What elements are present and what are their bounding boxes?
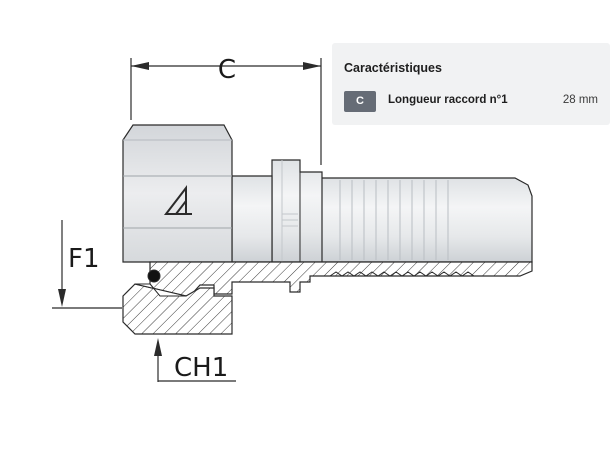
o-ring xyxy=(147,269,161,283)
brand-logo-icon xyxy=(163,185,192,215)
characteristic-value: 28 mm xyxy=(562,94,598,106)
characteristics-panel: Caractéristiques C Longueur raccord n°1 … xyxy=(332,43,610,125)
dimension-f1-label: F1 xyxy=(68,244,100,274)
cross-section xyxy=(122,261,533,335)
hose-tail xyxy=(299,177,533,263)
characteristics-title: Caractéristiques xyxy=(344,61,442,75)
dimension-c-label: C xyxy=(218,55,236,85)
dimension-badge: C xyxy=(344,91,376,112)
dimension-ch1-label: CH1 xyxy=(174,353,228,383)
dimension-f1: F1 xyxy=(52,220,122,309)
dimension-c: C xyxy=(130,55,322,165)
characteristic-label: Longueur raccord n°1 xyxy=(388,94,508,106)
hex-nut xyxy=(122,124,233,263)
dimension-ch1: CH1 xyxy=(154,338,236,383)
collar xyxy=(271,159,323,263)
fitting-body xyxy=(231,175,273,263)
